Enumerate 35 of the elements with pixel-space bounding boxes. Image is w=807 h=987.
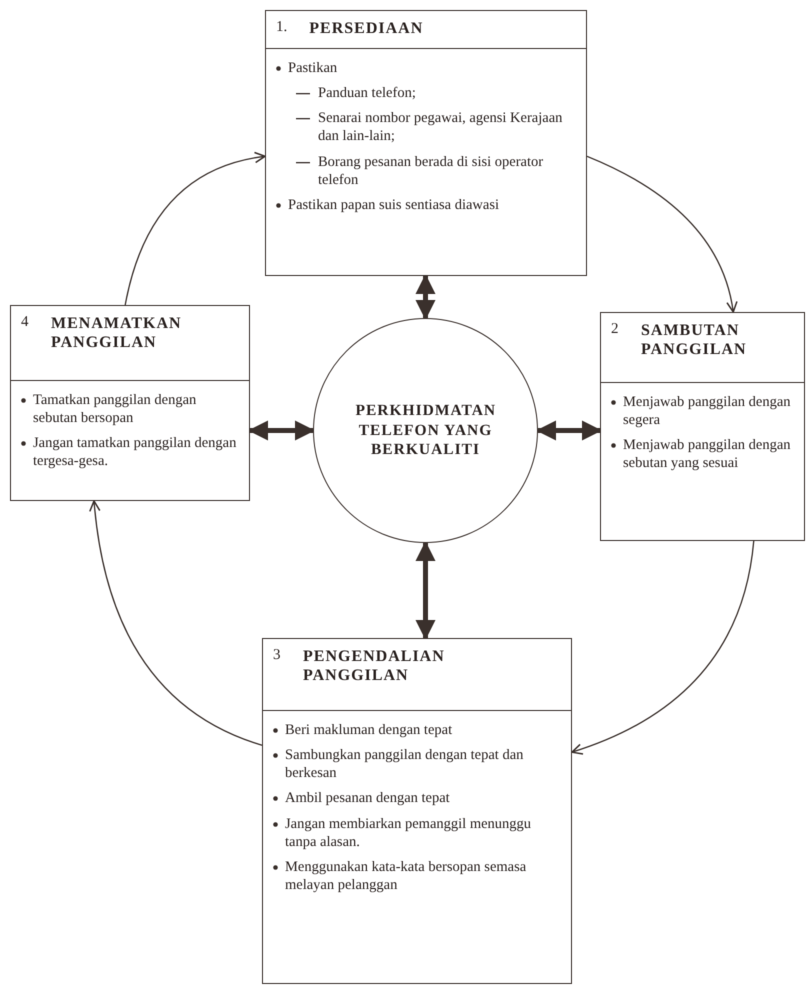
double-arrow bbox=[416, 541, 436, 640]
step-title: SAMBUTAN PANGGILAN bbox=[641, 321, 748, 360]
bullet-item: Pastikan papan suis sentiasa diawasi bbox=[288, 196, 500, 214]
step-number: 3 bbox=[273, 647, 281, 664]
step-number: 4 bbox=[21, 314, 29, 331]
bullet-item: Menjawab panggilan dengan segera bbox=[623, 393, 792, 430]
step-title: MENAMATKAN PANGGILAN bbox=[51, 314, 183, 352]
bullet-item: Jangan membiarkan pemanggil menunggu tanpa alasan. bbox=[285, 814, 532, 851]
bullet-item: Menggunakan kata-kata bersopan semasa melayan pelanggan bbox=[285, 858, 528, 894]
bullet-item: Ambil pesanan dengan tepat bbox=[285, 789, 450, 808]
bullet-item: Pastikan bbox=[288, 59, 338, 78]
double-arrow bbox=[416, 274, 436, 320]
bullet-item: Menjawab panggilan dengan sebutan yang sesuai bbox=[623, 436, 792, 472]
curved-arrow bbox=[586, 156, 738, 313]
bullet-item: Jangan tamatkan panggilan dengan tergesa-gesa. bbox=[33, 434, 238, 470]
bullet-item: Tamatkan panggilan dengan sebutan bersopan bbox=[33, 391, 198, 428]
bullet-item: Sambungkan panggilan dengan tepat dan berkesan bbox=[285, 746, 524, 782]
sub-item: Senarai nombor pegawai, agensi Kerajaan dan lain-lain; bbox=[318, 109, 564, 146]
bullet-item: Beri makluman dengan tepat bbox=[285, 721, 452, 740]
process-box bbox=[10, 305, 250, 501]
step-title: PENGENDALIAN PANGGILAN bbox=[303, 647, 446, 686]
process-box bbox=[265, 10, 587, 276]
sub-item: Borang pesanan berada di sisi operator telefon bbox=[318, 152, 544, 189]
step-title: PERSEDIAAN bbox=[309, 19, 424, 38]
process-box bbox=[600, 312, 805, 541]
curved-arrow bbox=[89, 500, 262, 746]
sub-item: Panduan telefon; bbox=[318, 84, 416, 102]
process-box bbox=[262, 638, 572, 984]
double-arrow bbox=[536, 420, 602, 440]
step-number: 2 bbox=[611, 321, 619, 338]
curved-arrow bbox=[571, 540, 754, 754]
double-arrow bbox=[248, 420, 315, 440]
curved-arrow bbox=[124, 152, 266, 306]
circle-text: PERKHIDMATAN TELEFON YANG BERKUALITI bbox=[356, 401, 496, 460]
step-number: 1. bbox=[276, 19, 288, 36]
